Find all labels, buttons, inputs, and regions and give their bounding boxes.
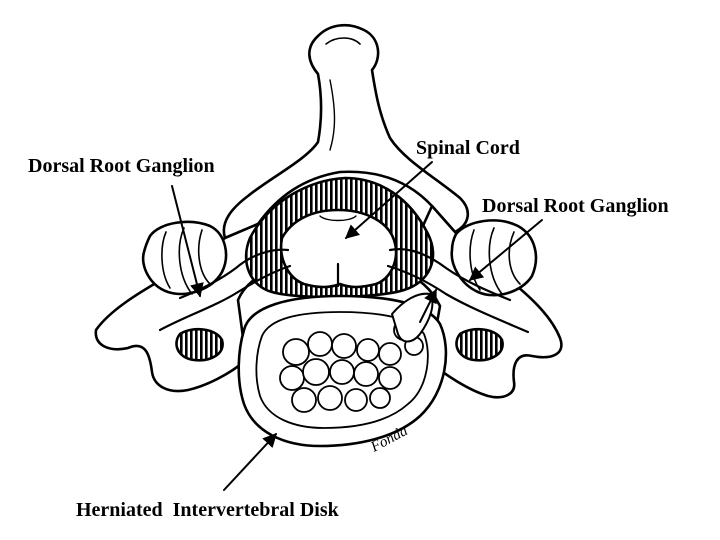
label-dorsal-root-ganglion-right: Dorsal Root Ganglion: [482, 195, 669, 217]
spinal-cord-shape: [279, 208, 398, 289]
nucleus-pulposus: [279, 319, 424, 413]
arrow-herniation: [419, 288, 437, 323]
left-foramen: [175, 327, 224, 362]
label-herniated-disk: Herniated Intervertebral Disk: [76, 499, 340, 521]
arrow-herniated-disk: [223, 432, 277, 491]
right-nerve-root: [388, 248, 512, 302]
arrow-dorsal-root-ganglion-left: [171, 185, 204, 298]
right-foramen: [455, 327, 504, 362]
arrow-dorsal-root-ganglion-right: [468, 219, 543, 281]
label-spinal-cord: Spinal Cord: [416, 137, 520, 159]
herniation-bulge: [391, 292, 434, 343]
label-dorsal-root-ganglion-left: Dorsal Root Ganglion: [28, 155, 215, 177]
right-ganglion-shape: [450, 219, 538, 297]
arrow-spinal-cord: [344, 161, 433, 239]
